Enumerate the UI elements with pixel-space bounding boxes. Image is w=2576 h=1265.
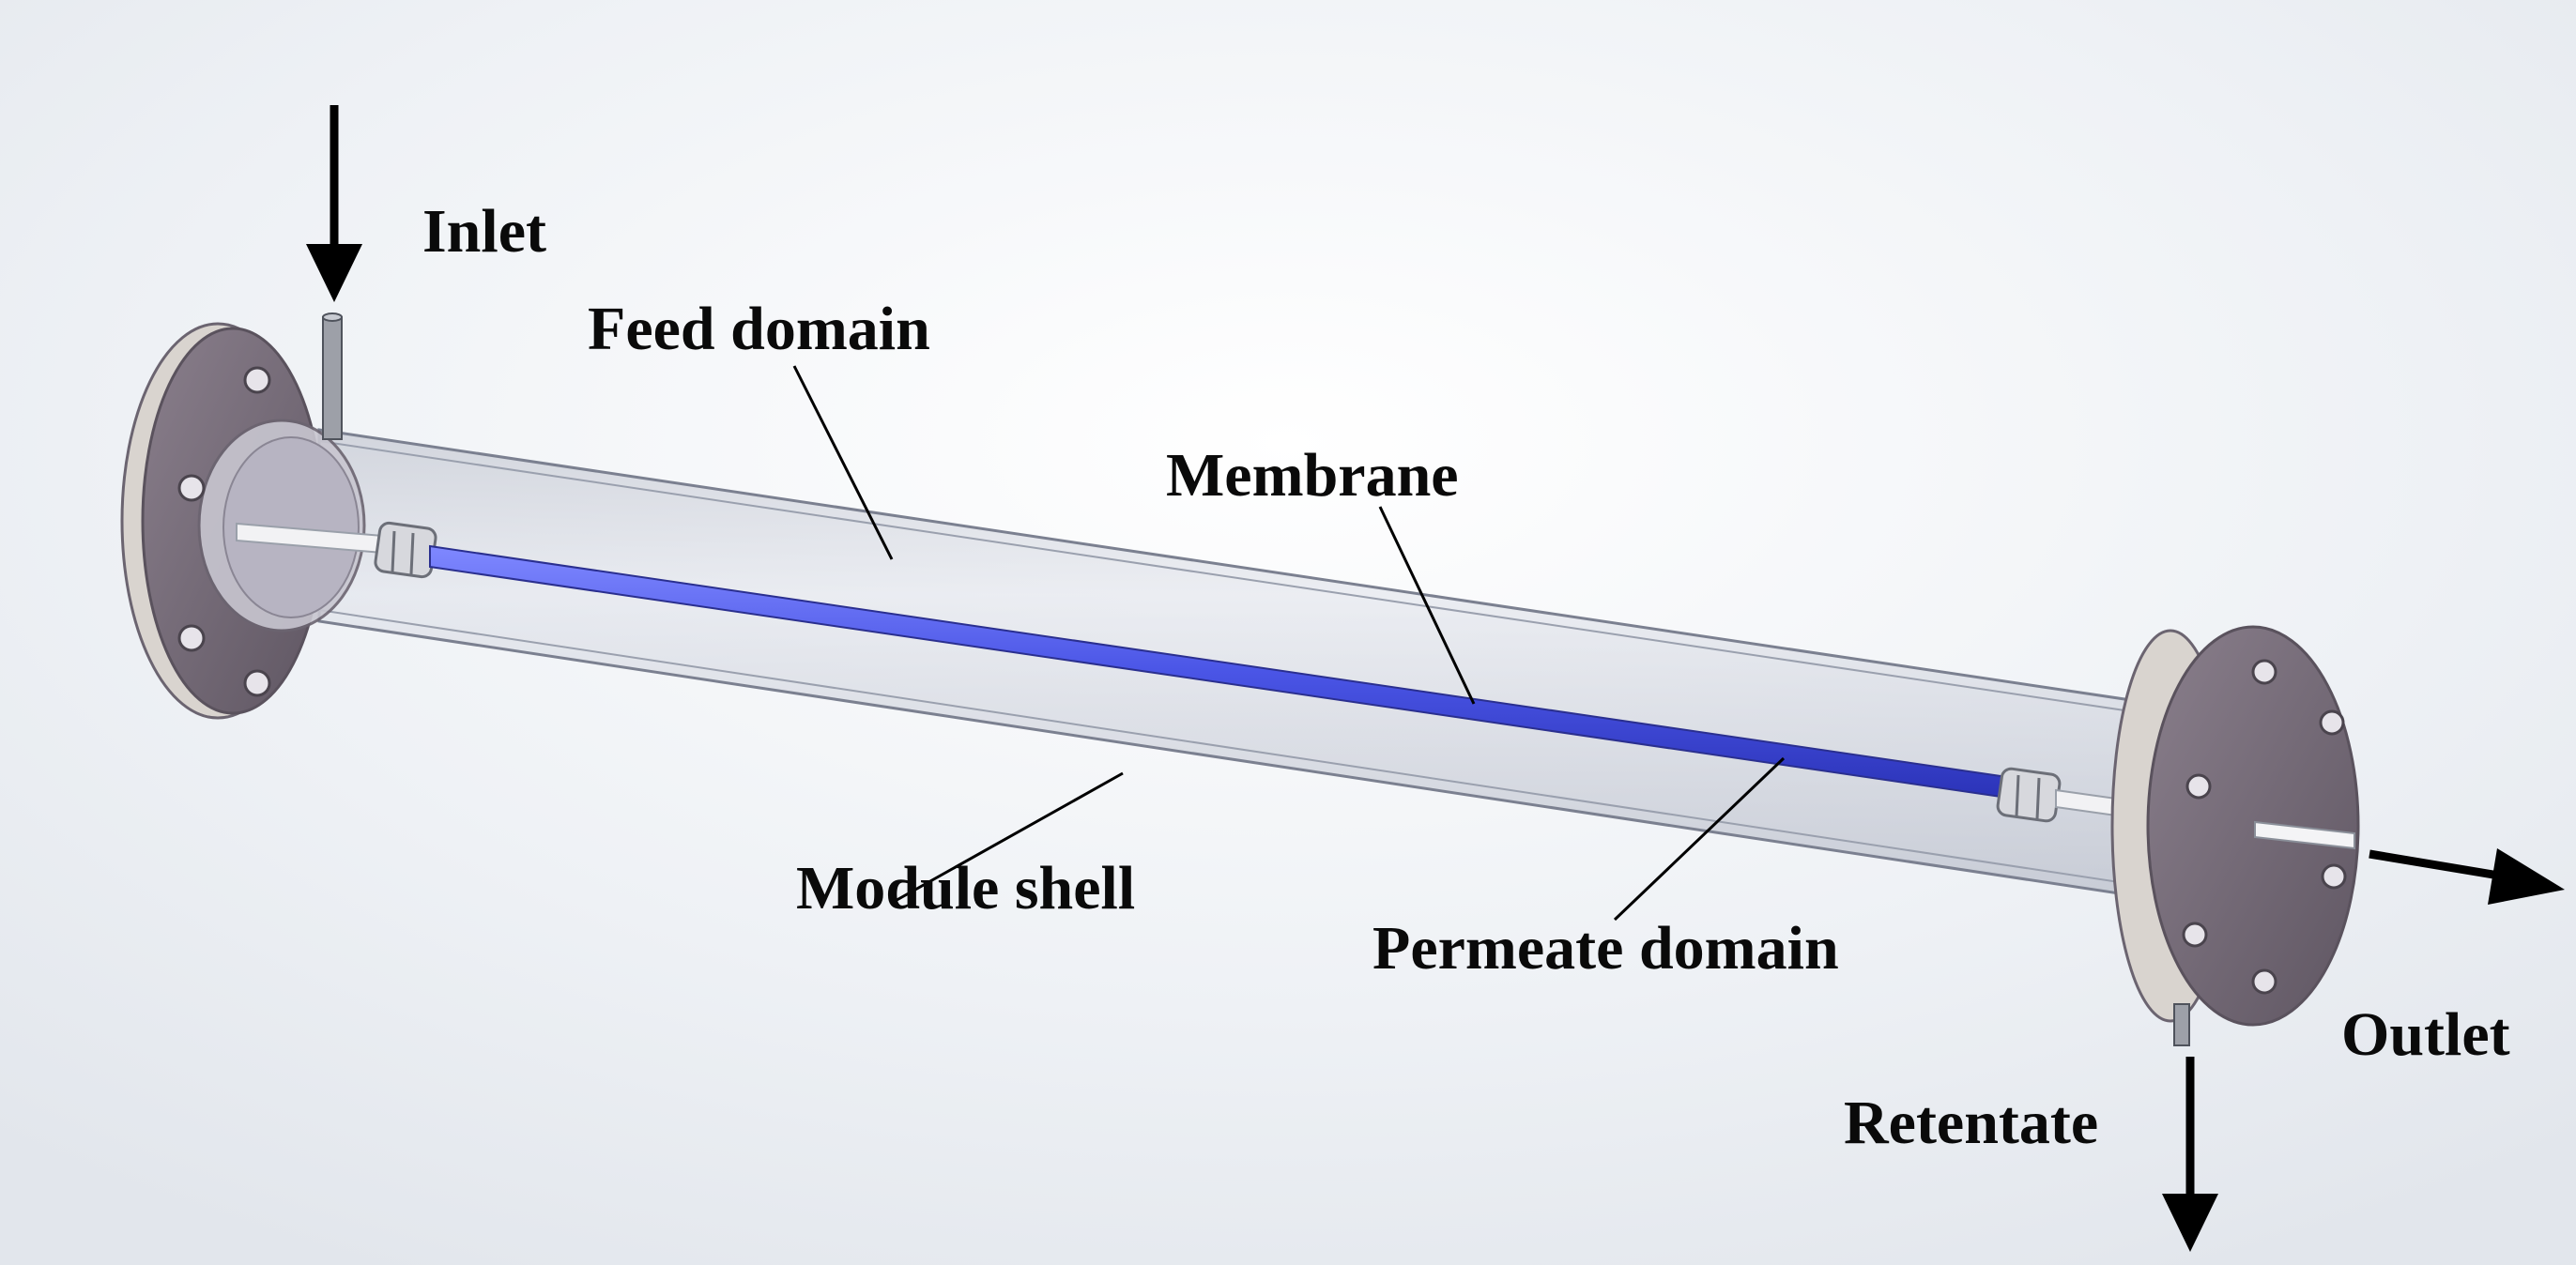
permeate-domain-leader <box>1613 756 1786 922</box>
membrane-leader <box>1378 506 1476 705</box>
inlet-arrow <box>306 105 362 302</box>
module-shell-label: Module shell <box>796 854 1135 922</box>
module-shell-leader <box>891 771 1124 905</box>
left-fitting <box>236 521 437 579</box>
permeate-domain-label: Permeate domain <box>1372 914 1839 983</box>
left-flange <box>120 322 366 720</box>
feed-domain-leader <box>792 365 894 560</box>
outlet-arrow <box>2369 848 2565 905</box>
retentate-label: Retentate <box>1844 1089 2098 1157</box>
right-flange <box>2110 625 2360 1027</box>
inlet-port <box>322 312 343 440</box>
retentate-port <box>2173 1003 2190 1046</box>
outlet-label: Outlet <box>2341 1000 2510 1069</box>
inlet-label: Inlet <box>422 197 546 266</box>
left-flange-bolts <box>177 366 271 697</box>
membrane-label: Membrane <box>1166 441 1459 510</box>
right-flange-bolts <box>2182 659 2347 995</box>
outlet-pipe <box>2254 820 2355 850</box>
feed-domain-label: Feed domain <box>588 295 930 363</box>
retentate-arrow <box>2162 1057 2218 1252</box>
leader-lines <box>792 365 1786 922</box>
